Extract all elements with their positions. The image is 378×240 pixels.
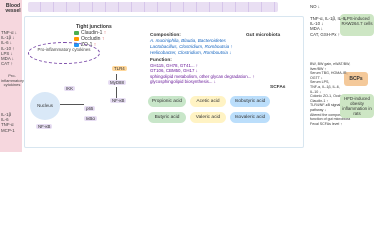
right-marker: Serum TBG, HOMA-IR, [310, 71, 348, 76]
right-marker: Fecal SCFAs level ↑ [310, 121, 343, 126]
node-nfkb-nucleus: NF-κB [36, 124, 53, 129]
right-marker: Colonic ZO-1, Occludin, [310, 94, 349, 99]
composition-line: A. muciniphila, Blautia, Bacteroidetes [150, 38, 226, 43]
right-marker: TNF-α, IL-1β, IL-6, [310, 84, 340, 89]
cytokine-oval-label: Pro-inflammatory cytokines [37, 47, 91, 52]
epithelial-cells [28, 2, 278, 12]
bcps-label: BCPs [344, 72, 368, 86]
node-tlr4: TLR4 [112, 66, 127, 71]
vessel-marker: IL-6 [1, 117, 9, 123]
vessel-marker: MCP-1 [1, 127, 15, 133]
vessel-markers: TNF-α ↓ IL-1β ↓ IL-6 ↓ IL-10 ↑ LPS ↓ MDA… [1, 30, 17, 66]
right-marker: OGTT ↓ [310, 75, 323, 80]
nucleus-label: Nucleus [37, 103, 53, 108]
occludin-swatch [74, 36, 79, 41]
right-marker: pathway ↓ [310, 107, 327, 112]
vessel-marker: IL-1β ↓ [1, 35, 15, 41]
vessel-marker: IL-6 ↓ [1, 40, 12, 46]
right-marker: Claudin-1 ↑ [310, 98, 329, 103]
scfa-butyric: Butyric acid [148, 112, 186, 123]
no-marker: NO ↓ [310, 4, 321, 9]
right-marker: IL-10 ↓ [310, 21, 324, 27]
cytokine-side-label: Pro-inflammatory cytokines [1, 73, 24, 88]
composition-list: A. muciniphila, Blautia, Bacteroidetes L… [150, 38, 260, 56]
vessel-marker: TNF-α ↓ [1, 30, 17, 35]
nucleus [30, 92, 60, 120]
right-marker: TNF-α, IL-1β, IL-6, [310, 16, 347, 21]
scfa-acetic: Acetic acid [190, 96, 226, 107]
node-myd88: MyD88 [108, 80, 126, 85]
function-line: glycosphingolipid biosynthesis... ↓ [150, 79, 216, 85]
right-marker: function of gut microbiota [310, 117, 351, 122]
vessel-marker: TNF-α [1, 122, 14, 128]
markers-b: BW, BW gain, eWAT/BW, liver/BW ↑ Serum T… [310, 62, 355, 126]
right-marker: Serum LPS, [310, 80, 330, 85]
tj-claudin: Claudin-1 ↑ [74, 30, 106, 36]
scfa-isobutyric: Isobutyric acid [230, 96, 270, 107]
vessel-marker: CAT ↑ [1, 61, 13, 67]
lps-induced-box: LPS-induced RAW264.7 cells [340, 14, 374, 36]
pathway-arrow [116, 87, 117, 98]
right-marker: liver/BW ↑ [310, 66, 327, 71]
vessel-marker: LPS ↓ [1, 50, 13, 56]
blood-vessel-title: Blood vessel [5, 3, 21, 14]
scfa-valeric: Valeric acid [190, 112, 226, 123]
cytokine-oval [28, 42, 100, 64]
pathway-arrow [116, 74, 117, 80]
vessel-marker: IL-10 ↑ [1, 45, 15, 51]
function-line: sphingolipid metabolism, other glycan de… [150, 73, 255, 79]
claudin-swatch [74, 30, 79, 35]
right-marker: CAT, GSH-Px ↑ [310, 31, 340, 37]
vessel-marker: IL-1β [1, 112, 12, 117]
composition-line: Helicobacter, Clostridium, Romboutsia ↓ [150, 50, 232, 55]
function-line: GH115, GH78, GT41... ↑ [150, 63, 198, 68]
node-ikba: IκBα [84, 116, 97, 121]
scfa-propionic: Propionic acid [148, 96, 186, 107]
scfa-title: SCFAs [270, 85, 286, 90]
right-marker: MDA ↓ [310, 26, 323, 32]
scfa-isovaleric: Isovaleric acid [230, 112, 270, 123]
tight-junctions-title: Tight junctions [76, 24, 112, 30]
gut-microbiota-label: Gut microbiota [246, 33, 281, 38]
composition-line: Lactobacillus, Clostridium, Romboutsia ↑ [150, 44, 233, 49]
tj-occludin: Occludin ↑ [74, 36, 104, 42]
composition-label: Composition: [150, 33, 181, 38]
vessel-bottom-markers: IL-1β IL-6 TNF-α MCP-1 [1, 112, 15, 133]
right-marker: TLR4/NF-κB signaling [310, 103, 346, 108]
intestine-panel [24, 16, 304, 148]
function-line: GT106, CBM50, GH17 ↓ [150, 68, 198, 74]
node-nfkb: NF-κB [110, 98, 127, 103]
node-p65: p65 [84, 106, 96, 111]
pathway-arrow [60, 104, 84, 105]
right-marker: BW, BW gain, eWAT/BW, [310, 62, 351, 66]
right-marker: Altered the composition and [310, 112, 355, 117]
vessel-marker: MDA ↓ [1, 56, 14, 62]
hfd-obesity-box: HFD-induced obesity inflammation in rats [340, 94, 374, 118]
function-label: Function: [150, 58, 172, 63]
right-marker: IL-10 ↓ [310, 89, 321, 94]
markers-a: TNF-α, IL-1β, IL-6, IL-10 ↓ MDA ↓ CAT, G… [310, 16, 346, 37]
node-ikk: IKK [64, 86, 76, 91]
blood-vessel [0, 0, 22, 152]
function-list: GH115, GH78, GT41... ↑ GT106, CBM50, GH1… [150, 63, 300, 85]
